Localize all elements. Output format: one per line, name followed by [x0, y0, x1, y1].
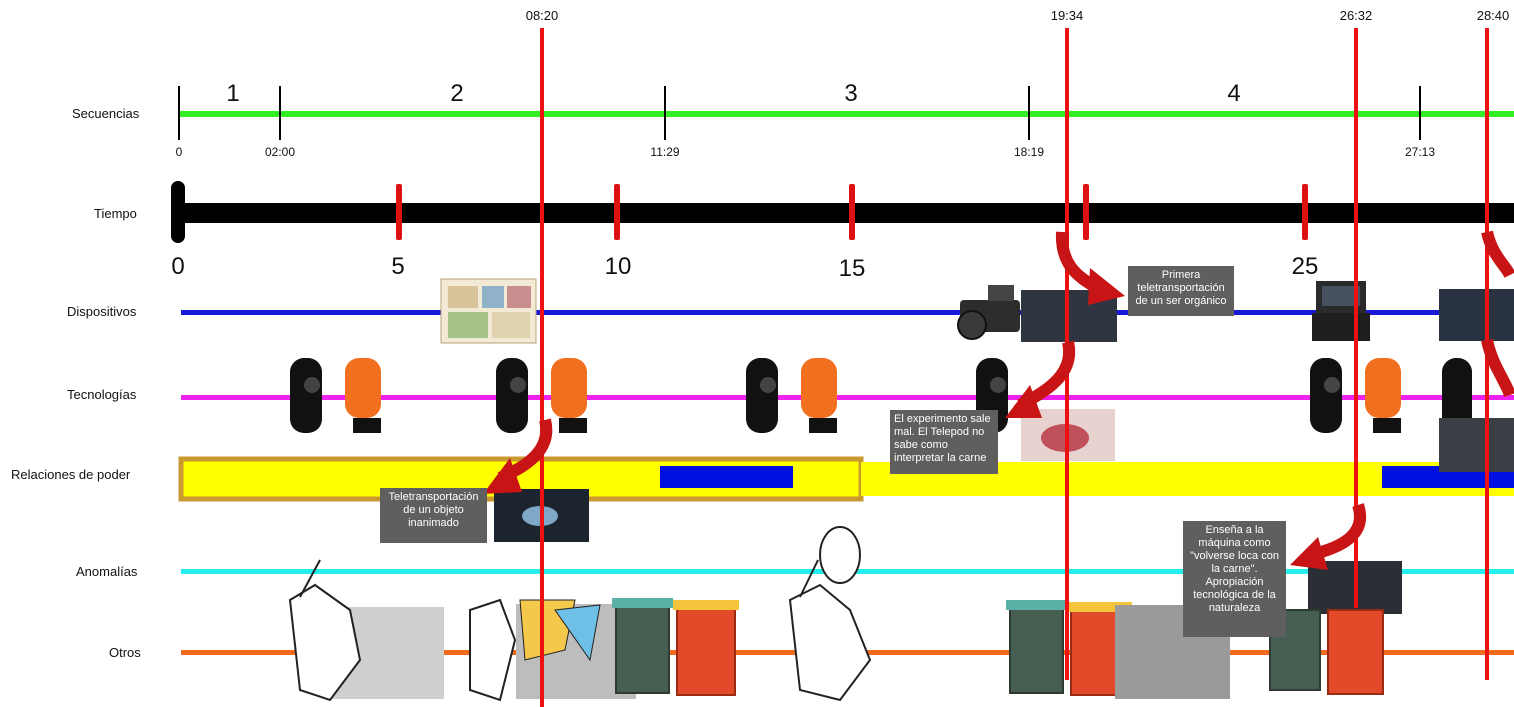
tiempo-tick [1302, 184, 1308, 240]
sculpture-icon [788, 526, 872, 702]
head-profiles-icon [1310, 358, 1401, 433]
callout-box: El experimento sale mal. El Telepod no s… [890, 410, 998, 474]
head-profiles-icon [746, 358, 837, 433]
curved-arrow-icon [1055, 231, 1125, 305]
head-profiles-icon [496, 358, 587, 433]
sculpture-icon [288, 559, 444, 702]
video-still [1439, 289, 1514, 341]
tiempo-bar [176, 203, 1514, 223]
marker-label: 19:34 [1050, 8, 1084, 23]
row-label-anomalias: Anomalías [76, 564, 138, 579]
marker-label: 26:32 [1339, 8, 1373, 23]
row-label-secuencias: Secuencias [72, 106, 140, 121]
tecnologias-line [181, 395, 1514, 400]
sequence-number: 2 [450, 80, 464, 107]
console-icon [1312, 281, 1370, 341]
sequence-tick-label: 18:19 [1013, 145, 1045, 159]
tiempo-tick [1083, 184, 1089, 240]
time-tick-label: 25 [1291, 253, 1319, 280]
sequence-number: 1 [226, 80, 240, 107]
sculpture-icon [469, 598, 636, 702]
curved-arrow-icon [1005, 340, 1076, 418]
secuencias-line [180, 111, 1514, 117]
callout-box: Teletransportación de un objeto inanimad… [380, 488, 487, 543]
row-label-otros: Otros [109, 645, 141, 660]
tiempo-tick [396, 184, 402, 240]
time-tick-label: 15 [838, 255, 866, 282]
sequence-tick-label: 0 [175, 145, 183, 159]
sequence-tick-label: 27:13 [1404, 145, 1436, 159]
curved-arrow-icon [1290, 503, 1366, 570]
curved-arrow-icon [1481, 230, 1514, 398]
row-label-relaciones: Relaciones de poder [11, 467, 131, 482]
time-tick-label: 0 [171, 253, 185, 280]
time-tick-label: 5 [391, 253, 405, 280]
sequence-number: 4 [1227, 80, 1241, 107]
tiempo-tick [614, 184, 620, 240]
head-profiles-icon [1442, 358, 1472, 433]
trash-bin-icon [612, 598, 739, 696]
row-label-dispositivos: Dispositivos [67, 304, 137, 319]
marker-line-26-32 [1354, 28, 1358, 608]
time-tick-label: 10 [604, 253, 632, 280]
head-profiles-icon [290, 358, 381, 433]
sequence-tick-label: 02:00 [264, 145, 296, 159]
sequence-tick-label: 11:29 [650, 145, 680, 159]
curved-arrow-icon [483, 418, 553, 494]
row-label-tiempo: Tiempo [94, 206, 137, 221]
callout-box: Enseña a la máquina como "volverse loca … [1183, 521, 1286, 637]
video-still [1439, 418, 1514, 472]
relaciones-block [660, 466, 793, 488]
marker-line-08-20 [540, 28, 544, 707]
callout-box: Primera teletransportación de un ser org… [1128, 266, 1234, 316]
sequence-number: 3 [844, 80, 858, 107]
tiempo-tick [849, 184, 855, 240]
row-label-tecnologias: Tecnologías [67, 387, 137, 402]
marker-label: 08:20 [525, 8, 559, 23]
dispositivos-line [181, 310, 1514, 315]
marker-label: 28:40 [1476, 8, 1510, 23]
tiempo-start-cap [171, 181, 185, 243]
floorplan-icon [440, 278, 537, 344]
camera-icon [957, 285, 1020, 340]
